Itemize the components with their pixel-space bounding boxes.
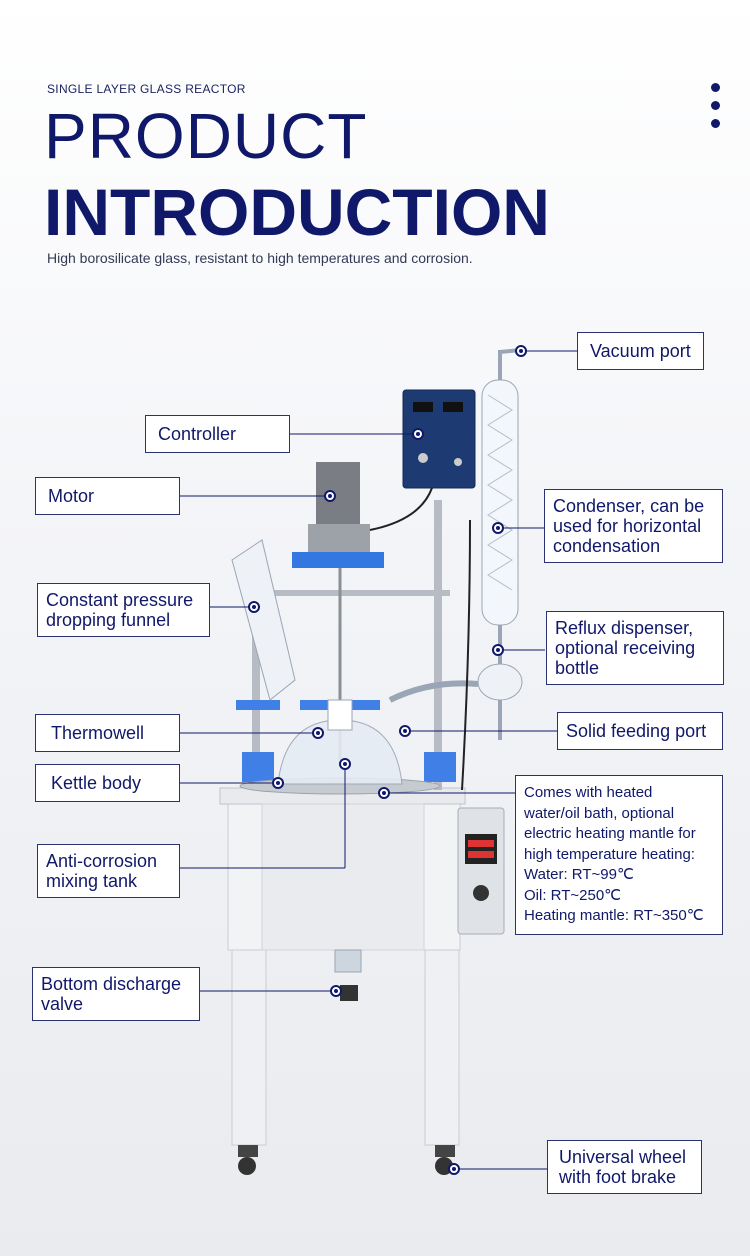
- label-condenser: Condenser, can be used for horizontal co…: [544, 489, 723, 563]
- label-reflux-dispenser: Reflux dispenser, optional receiving bot…: [546, 611, 724, 685]
- heating-line7: Heating mantle: RT~350℃: [524, 907, 704, 924]
- reflux-line3: bottle: [555, 658, 600, 678]
- label-solid-feeding-port: Solid feeding port: [557, 712, 723, 750]
- label-vacuum-port: Vacuum port: [577, 332, 704, 370]
- reflux-line2: optional receiving: [555, 638, 696, 658]
- funnel-line2: dropping funnel: [46, 610, 171, 630]
- heating-line1: Comes with heated: [524, 784, 653, 801]
- label-universal-wheel: Universal wheel with foot brake: [547, 1140, 702, 1194]
- wheel-line1: Universal wheel: [559, 1147, 687, 1167]
- label-dropping-funnel: Constant pressure dropping funnel: [37, 583, 210, 637]
- page-subtitle: High borosilicate glass, resistant to hi…: [47, 250, 473, 266]
- label-thermowell: Thermowell: [35, 714, 180, 752]
- motor-text: Motor: [48, 486, 95, 506]
- heating-line6: Oil: RT~250℃: [524, 886, 622, 904]
- wheel-line2: with foot brake: [559, 1167, 677, 1187]
- page-title-line1: PRODUCT: [44, 100, 368, 172]
- solid-feeding-port-text: Solid feeding port: [566, 721, 707, 741]
- mixing-line2: mixing tank: [46, 871, 138, 891]
- more-dots-icon: [711, 83, 723, 137]
- vacuum-port-text: Vacuum port: [590, 341, 691, 361]
- label-controller: Controller: [145, 415, 290, 453]
- condenser-line3: condensation: [553, 536, 661, 556]
- label-mixing-tank: Anti-corrosion mixing tank: [37, 844, 180, 898]
- condenser-line1: Condenser, can be: [553, 496, 705, 516]
- funnel-line1: Constant pressure: [46, 590, 194, 610]
- condenser-line2: used for horizontal: [553, 516, 702, 536]
- label-heating-bath: Comes with heated water/oil bath, option…: [515, 775, 723, 935]
- reflux-line1: Reflux dispenser,: [555, 618, 694, 638]
- page-title-line2: INTRODUCTION: [44, 175, 550, 249]
- heating-line5: Water: RT~99℃: [524, 866, 634, 883]
- label-discharge-valve: Bottom discharge valve: [32, 967, 200, 1021]
- kettle-body-text: Kettle body: [51, 773, 142, 793]
- label-kettle-body: Kettle body: [35, 764, 180, 802]
- thermowell-text: Thermowell: [51, 723, 145, 743]
- heating-line3: electric heating mantle for: [524, 825, 696, 842]
- mixing-line1: Anti-corrosion: [46, 851, 158, 871]
- label-motor: Motor: [35, 477, 180, 515]
- valve-line2: valve: [41, 994, 84, 1014]
- heating-line2: water/oil bath, optional: [524, 804, 675, 822]
- controller-text: Controller: [158, 424, 237, 444]
- heating-line4: high temperature heating:: [524, 845, 695, 863]
- valve-line1: Bottom discharge: [41, 974, 182, 994]
- eyebrow-label: SINGLE LAYER GLASS REACTOR: [47, 82, 246, 96]
